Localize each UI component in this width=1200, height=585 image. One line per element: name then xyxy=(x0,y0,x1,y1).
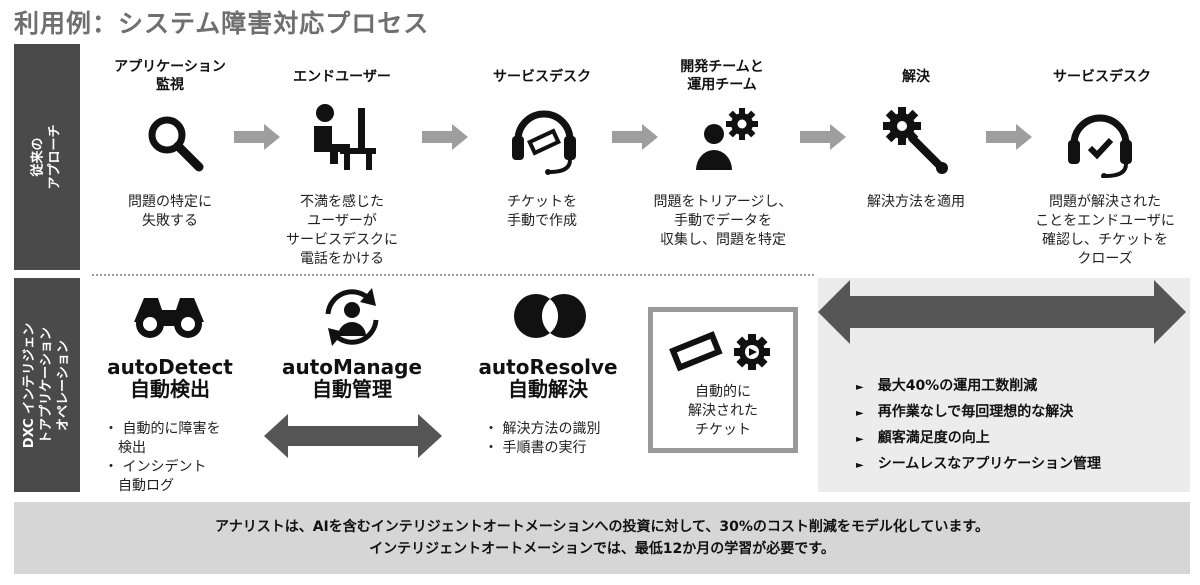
step-heading-monitoring: アプリケーション 監視 xyxy=(114,59,226,93)
list-item: ► シームレスなアプリケーション管理 xyxy=(856,456,1102,472)
magnifier-icon xyxy=(148,116,204,172)
step-desc-dev-ops: 問題をトリアージし、 手動でデータを 収集し、問題を特定 xyxy=(653,194,793,248)
double-arrow-small xyxy=(264,414,442,458)
footer-line-2: インテリジェントオートメーションでは、最低12か月の学習が必要です。 xyxy=(369,541,835,557)
gear-wrench-icon xyxy=(883,107,948,174)
headset-check-icon xyxy=(1068,114,1132,178)
footer-note: アナリストは、AIを含むインテリジェントオートメーションへの投資に対して、30%… xyxy=(14,502,1190,574)
ticket-gear-icon xyxy=(669,331,770,372)
detect-bullets: ・ 自動的に障害を 検出 ・ インシデント 自動ログ xyxy=(104,420,220,496)
flow-arrow-1 xyxy=(234,124,280,150)
list-item: ・ 解決方法の識別 xyxy=(484,421,601,437)
headset-ticket-icon xyxy=(512,110,576,175)
person-gear-icon xyxy=(696,108,758,170)
page-title: 利用例：システム障害対応プロセス xyxy=(14,9,430,38)
flow-arrow-2 xyxy=(422,124,468,150)
sidebar-traditional: 従来の アプローチ xyxy=(14,44,80,270)
auto-resolved-ticket-box xyxy=(648,307,798,453)
step-heading-resolve: 解決 xyxy=(902,69,930,85)
sidebar-dxc-label: DXC インテリジェン トアプリケーション オペレーション xyxy=(22,322,72,448)
step-desc-service-desk-2: 問題が解決された ことをエンドユーザに 確認し、チケットを クローズ xyxy=(1035,194,1175,267)
step-heading-end-user: エンドユーザー xyxy=(293,69,391,85)
ticket-box-label: 自動的に 解決された チケット xyxy=(688,384,758,438)
bullet-arrow-icon: ► xyxy=(856,408,864,419)
bullet-arrow-icon: ► xyxy=(856,460,864,471)
product-automanage: autoManage 自動管理 xyxy=(282,355,423,401)
double-arrow-large xyxy=(818,280,1186,344)
list-item: ・ 手順書の実行 xyxy=(484,440,587,456)
bullet-arrow-icon: ► xyxy=(856,434,864,445)
flow-arrow-5 xyxy=(986,124,1032,150)
person-cycle-icon xyxy=(325,288,379,346)
footer-line-1: アナリストは、AIを含むインテリジェントオートメーションへの投資に対して、30%… xyxy=(214,519,990,535)
flow-arrow-4 xyxy=(800,124,846,150)
binoculars-icon xyxy=(134,298,204,338)
step-desc-monitoring: 問題の特定に 失敗する xyxy=(128,194,212,229)
benefit-list: ► 最大40%の運用工数削減 ► 再作業なしで毎回理想的な解決 ► 顧客満足度の… xyxy=(856,374,1101,478)
list-item: ► 顧客満足度の向上 xyxy=(856,430,990,446)
list-item: ► 再作業なしで毎回理想的な解決 xyxy=(856,404,1074,420)
step-desc-resolve: 解決方法を適用 xyxy=(867,194,965,210)
step-desc-service-desk: チケットを 手動で作成 xyxy=(507,194,577,229)
list-item: ・ 自動的に障害を 検出 xyxy=(104,421,221,456)
overlapping-circles-icon xyxy=(514,294,586,338)
sidebar-traditional-label: 従来の アプローチ xyxy=(30,124,63,190)
step-heading-dev-ops: 開発チームと 運用チーム xyxy=(680,59,764,93)
step-desc-end-user: 不満を感じた ユーザーが サービスデスクに 電話をかける xyxy=(286,194,398,267)
step-heading-service-desk-2: サービスデスク xyxy=(1053,69,1151,85)
flow-arrow-3 xyxy=(612,124,658,150)
list-item: ► 最大40%の運用工数削減 xyxy=(856,378,1038,394)
section-divider xyxy=(92,274,814,276)
product-autoresolve: autoResolve 自動解決 xyxy=(478,355,618,401)
user-at-computer-icon xyxy=(314,104,376,170)
product-autodetect: autoDetect 自動検出 xyxy=(107,355,233,401)
sidebar-dxc: DXC インテリジェン トアプリケーション オペレーション xyxy=(14,278,80,492)
resolve-bullets: ・ 解決方法の識別 ・ 手順書の実行 xyxy=(484,420,600,458)
list-item: ・ インシデント 自動ログ xyxy=(104,459,207,494)
step-heading-service-desk: サービスデスク xyxy=(493,69,591,85)
bullet-arrow-icon: ► xyxy=(856,382,864,393)
